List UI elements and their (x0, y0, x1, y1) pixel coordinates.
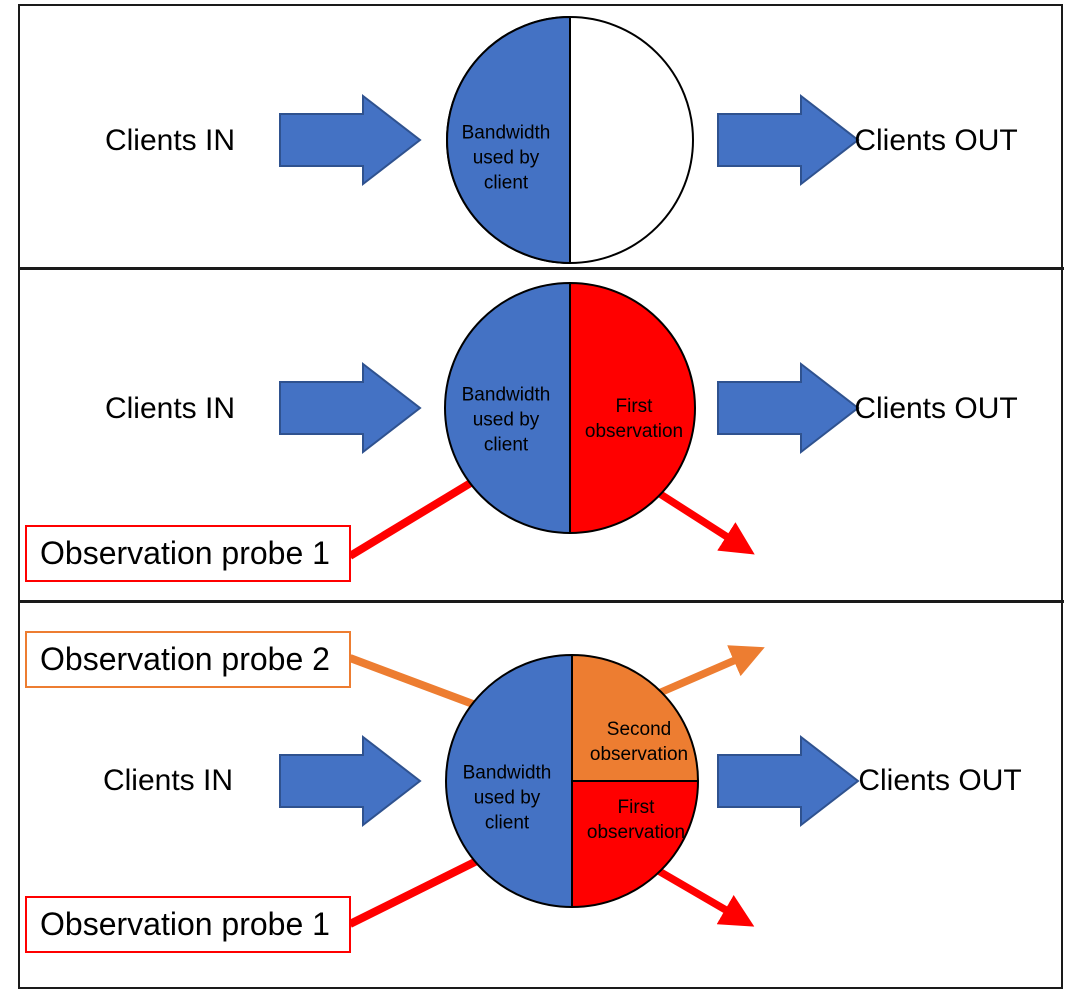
table-frame (18, 4, 1063, 989)
clients-out-label: Clients OUT (858, 764, 1022, 797)
pie-slice-bandwidth (446, 16, 571, 264)
pie-slice-first-observation (571, 780, 699, 908)
observation-probe-2-label: Observation probe 2 (40, 641, 330, 677)
observation-probe-1-label: Observation probe 1 (40, 535, 330, 571)
observation-probe-1-label: Observation probe 1 (40, 906, 330, 942)
clients-out-arrow-icon (717, 93, 860, 187)
bandwidth-pie-stage-2 (444, 282, 696, 534)
bandwidth-slice-label: Bandwidth used by client (461, 122, 551, 194)
bandwidth-slice-label: Bandwidth used by client (462, 762, 552, 834)
pie-slice-bandwidth (445, 654, 573, 908)
clients-in-label: Clients IN (102, 764, 234, 797)
bandwidth-pie-stage-1 (446, 16, 694, 264)
row-divider (18, 267, 1064, 270)
clients-in-arrow-icon (279, 361, 422, 455)
clients-out-arrow-icon (717, 734, 860, 828)
pie-slice-second-observation (571, 654, 699, 782)
observation-probe-2-box: Observation probe 2 (25, 631, 351, 688)
clients-out-label: Clients OUT (854, 124, 1018, 157)
clients-in-arrow-icon (279, 93, 422, 187)
probe-2-output-arrow-icon (648, 645, 765, 701)
second-observation-slice-label: Second observation (589, 719, 689, 765)
bandwidth-slice-label: Bandwidth used by client (461, 384, 551, 456)
observation-probe-1-box: Observation probe 1 (25, 896, 351, 953)
clients-in-label: Clients IN (104, 124, 236, 157)
pie-slice-bandwidth (444, 282, 571, 534)
clients-in-arrow-icon (279, 734, 422, 828)
clients-out-arrow-icon (717, 361, 860, 455)
first-observation-slice-label: First observation (586, 797, 686, 843)
pie-slice-first-observation (569, 282, 696, 534)
clients-out-label: Clients OUT (854, 392, 1018, 425)
bandwidth-pie-stage-3 (445, 654, 699, 908)
clients-in-label: Clients IN (104, 392, 236, 425)
observation-probe-1-box: Observation probe 1 (25, 525, 351, 582)
row-divider (18, 600, 1064, 603)
first-observation-slice-label: First observation (584, 396, 684, 442)
